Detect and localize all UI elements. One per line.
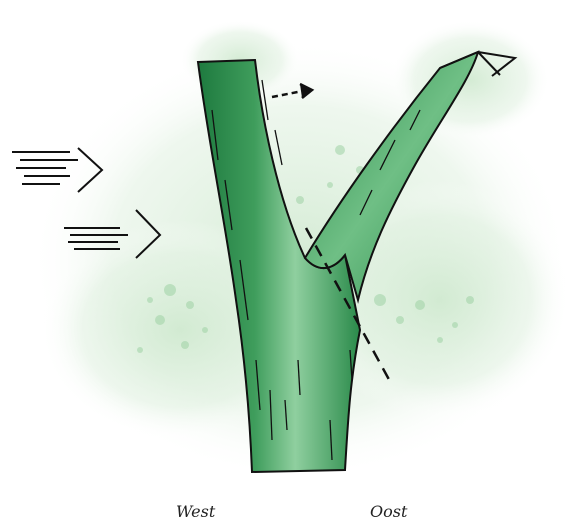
- label-oost: Oost: [370, 502, 407, 521]
- label-west: West: [176, 502, 215, 521]
